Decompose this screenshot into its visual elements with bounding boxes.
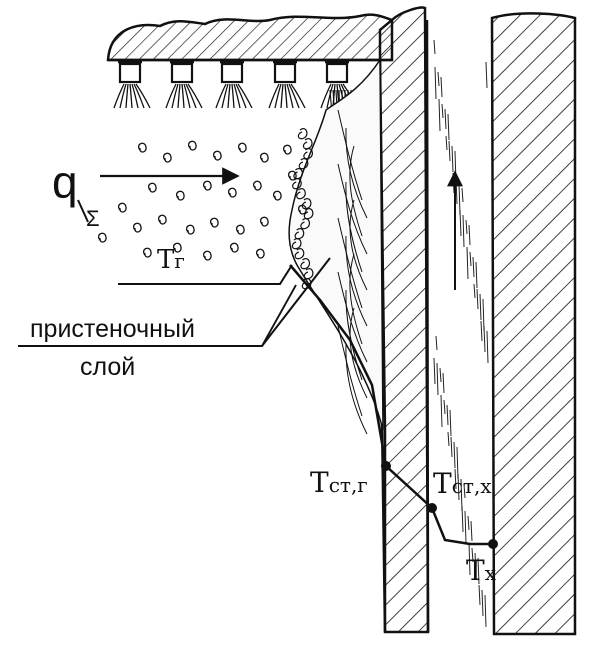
wall-layer-label-line2: слой (80, 353, 135, 381)
injector-row (113, 60, 358, 109)
chamber-outer-wall (490, 12, 577, 636)
injector-1 (113, 60, 151, 109)
injector-3 (215, 60, 253, 109)
boundary-layer-texture (291, 109, 368, 435)
injector-4 (268, 60, 306, 109)
point-wall-coolant (427, 503, 437, 513)
point-coolant (488, 539, 498, 549)
heat-flux-symbol: q (52, 156, 78, 208)
wall-coolant-temperature-label: Tст,х (433, 467, 492, 500)
heat-flux-subscript: Σ (86, 206, 100, 231)
coolant-channel (433, 39, 489, 628)
gas-temperature-label: Tг (157, 245, 185, 275)
coolant-temperature-label: Tх (466, 554, 497, 587)
injector-head-plate (106, 13, 394, 62)
point-wall-gas (381, 461, 391, 471)
wall-gas-temperature-label: Tст,г (310, 466, 368, 499)
wall-boundary-layer (288, 57, 384, 431)
combustion-gas-cloud (98, 140, 307, 261)
leader-gas-temp (118, 264, 293, 285)
chamber-inner-wall (378, 6, 430, 634)
injector-2 (165, 60, 203, 109)
wall-layer-label-line1: пристеночный (30, 315, 195, 343)
